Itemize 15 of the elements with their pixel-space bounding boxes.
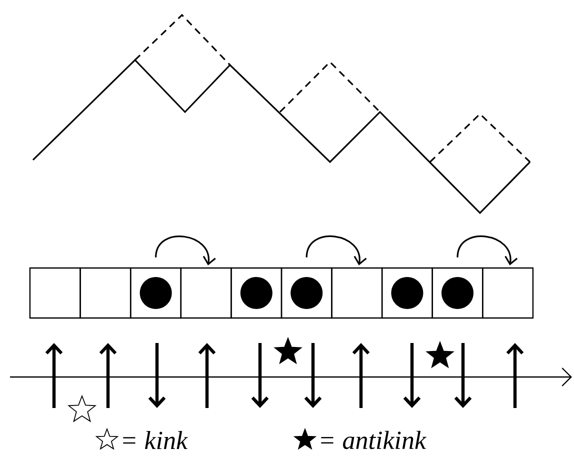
legend-text: = antikink — [321, 430, 426, 450]
lattice-cell — [482, 267, 534, 319]
lattice-cell — [29, 267, 81, 319]
lattice-cell — [80, 267, 132, 319]
lattice-cell — [230, 267, 282, 319]
lattice-cell — [331, 267, 383, 319]
lattice-cell — [381, 267, 433, 319]
hop-arrow — [155, 236, 216, 266]
lattice-cell — [280, 267, 332, 319]
legend-text: = kink — [123, 430, 188, 449]
hop-arrow — [306, 236, 367, 266]
lattice-cell — [130, 267, 182, 319]
lattice-cell — [432, 267, 484, 319]
lattice-cell — [180, 267, 232, 319]
hop-arrow — [456, 236, 518, 266]
